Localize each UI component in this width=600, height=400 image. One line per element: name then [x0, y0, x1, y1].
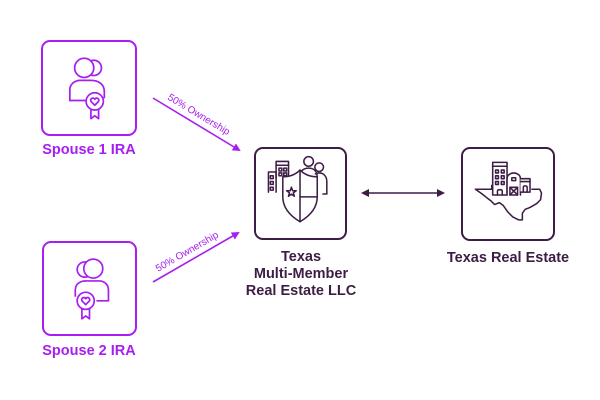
llc-label: Texas Multi-Member Real Estate LLC: [226, 249, 376, 300]
edge-spouse1-to-llc: 50% Ownership: [152, 92, 241, 152]
spouse1-ira-label: Spouse 1 IRA: [42, 142, 136, 158]
ownership-label-2: 50% Ownership: [154, 230, 221, 275]
spouse2-ira-label: Spouse 2 IRA: [42, 343, 136, 359]
llc-label-line-3: Real Estate LLC: [245, 283, 357, 299]
person-with-heart-ribbon-icon: [74, 258, 110, 320]
buildings-shield-people-icon: [267, 155, 328, 223]
llc-label-line-2: Multi-Member: [253, 266, 349, 282]
person-with-heart-ribbon-icon: [68, 57, 106, 120]
texas-map-buildings-icon: [474, 161, 543, 221]
llc-node: [254, 147, 347, 240]
llc-label-line-1: Texas: [280, 249, 322, 265]
ownership-label-1: 50% Ownership: [165, 92, 232, 138]
real-estate-label: Texas Real Estate: [446, 250, 570, 266]
real-estate-node: [461, 147, 555, 241]
spouse2-ira-node: [42, 241, 137, 336]
ownership-arrow-1: [152, 97, 241, 152]
ownership-arrow-2: [152, 232, 240, 283]
spouse1-ira-node: [41, 40, 137, 136]
